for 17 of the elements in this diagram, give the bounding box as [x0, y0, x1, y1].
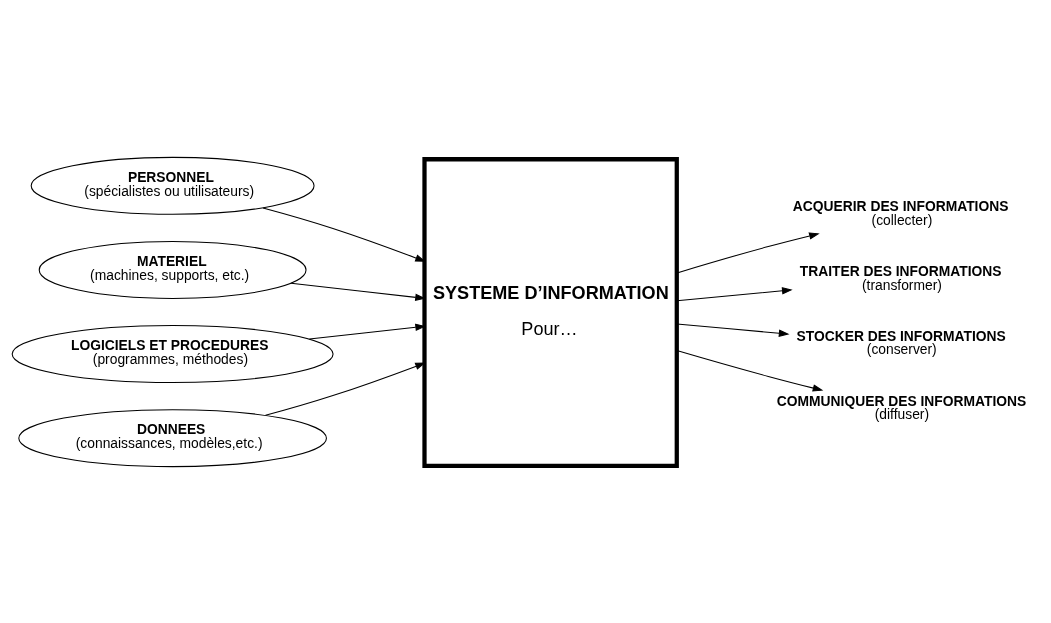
arrow — [290, 282, 426, 301]
node-text: ACQUERIR DES INFORMATIONS (collecter) — [792, 197, 1009, 228]
node-ellipse: DONNEES (connaissances, modèles,etc.) — [18, 408, 327, 467]
node-ellipse: LOGICIELS ET PROCEDURES (programmes, méthodes) — [11, 324, 334, 383]
node-text: TRAITER DES INFORMATIONS (transformer) — [799, 262, 1002, 293]
arrow — [676, 349, 824, 392]
arrow — [262, 206, 426, 262]
node-ellipse: PERSONNEL (spécialistes ou utilisateurs) — [30, 156, 315, 215]
node-text: COMMUNIQUER DES INFORMATIONS (diffuser) — [776, 392, 1027, 422]
arrow — [676, 322, 790, 337]
arrow — [676, 231, 820, 273]
node-ellipse: MATERIEL (machines, supports, etc.) — [38, 240, 307, 299]
arrow — [308, 323, 426, 340]
arrow — [676, 286, 793, 301]
arrow — [265, 362, 426, 416]
node-box: SYSTEME D’INFORMATION Pour… — [422, 156, 679, 468]
node-text: STOCKER DES INFORMATIONS (conserver) — [796, 327, 1006, 357]
